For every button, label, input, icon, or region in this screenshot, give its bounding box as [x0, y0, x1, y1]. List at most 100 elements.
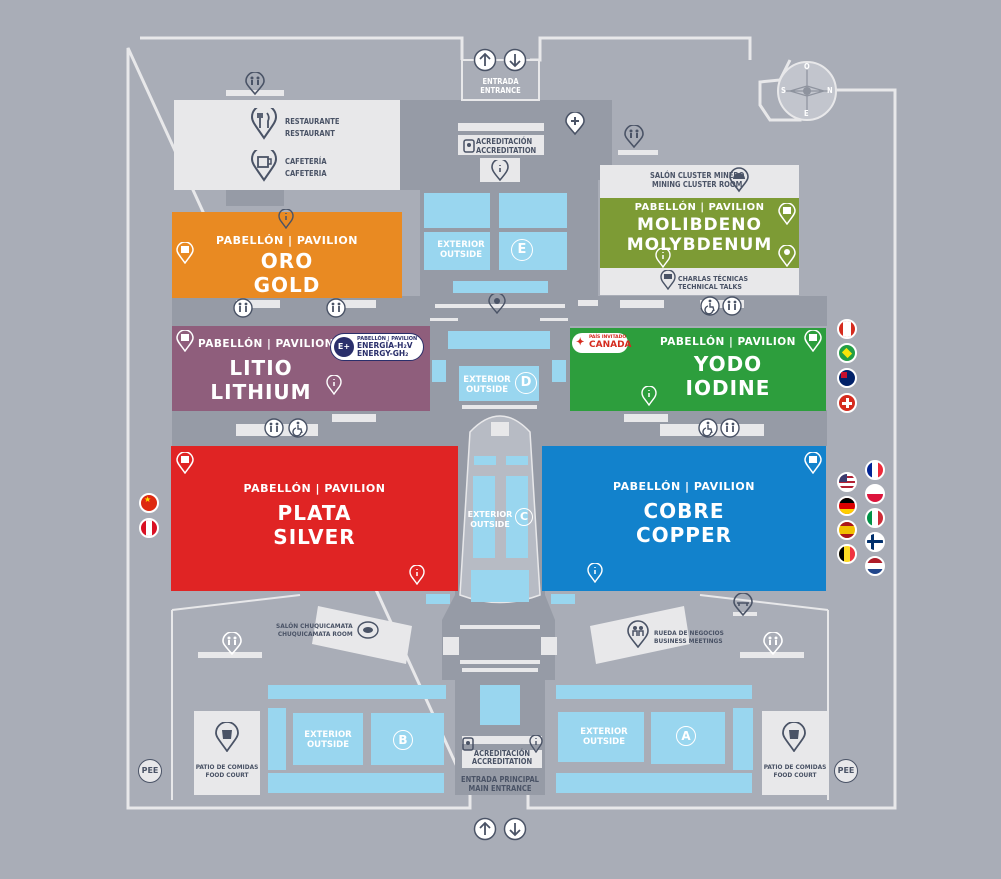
restroom-pin-icon-2 [624, 125, 644, 149]
pavilion-plata-en: SILVER [273, 525, 356, 549]
accreditation-bottom-icon [462, 737, 474, 751]
canada-guest-badge[interactable]: ✦ PAÍS INVITADO CANADA [572, 333, 632, 353]
flag-spain-icon [837, 520, 857, 540]
drink-pin-icon-molibdeno [778, 203, 796, 225]
flag-germany-icon [837, 496, 857, 516]
flag-peru-icon [139, 518, 159, 538]
pavilion-cobre[interactable]: PABELLÓN | PAVILION COBRE COPPER [542, 446, 826, 591]
info-pin-plata [409, 565, 425, 585]
energy-badge-line3: ENERGY-GH₂ [357, 349, 409, 358]
pee-marker-east[interactable]: PEE [834, 759, 858, 783]
pavilion-oro-es: ORO [260, 249, 314, 273]
cafeteria-icon [250, 150, 278, 182]
energy-pavilion-badge[interactable]: E+ PABELLÓN | PAVILION ENERGÍA-H₂V ENERG… [330, 333, 424, 361]
entrance-arrows-top-icon [473, 48, 527, 72]
zone-c-marker[interactable]: C [515, 508, 533, 526]
info-pin-oro [278, 209, 294, 229]
pavilion-molibdeno-es: MOLIBDENO [637, 215, 762, 235]
zone-d-marker[interactable]: D [515, 372, 537, 394]
pavilion-yodo-header: PABELLÓN | PAVILION [660, 336, 796, 348]
compass-s: S [781, 86, 786, 95]
flag-switzerland-icon [837, 393, 857, 413]
compass-icon [777, 61, 837, 121]
meeting-room-icon [357, 621, 379, 639]
flag-brazil-icon [837, 343, 857, 363]
pavilion-oro-header: PABELLÓN | PAVILION [216, 234, 358, 247]
info-pin-cobre [587, 563, 603, 583]
energy-badge-line1: PABELLÓN | PAVILION [357, 336, 418, 342]
info-pin-bottom-icon [529, 735, 543, 753]
restroom-icon-yodo-bottom [720, 418, 740, 438]
first-aid-pin-icon [565, 112, 585, 136]
accessible-icon-yodo-top [700, 296, 720, 316]
compass-o: O [804, 62, 810, 71]
pavilion-plata-header: PABELLÓN | PAVILION [243, 482, 386, 495]
flag-italy-icon [865, 508, 885, 528]
flag-finland-icon [865, 532, 885, 552]
flag-netherlands-icon [865, 556, 885, 576]
restroom-pin-icon [245, 72, 265, 96]
pavilion-yodo-es: YODO [693, 352, 763, 376]
drink-pin-icon-plata [176, 452, 194, 474]
flag-poland-icon [865, 484, 885, 504]
pavilion-litio-en: LITHIUM [210, 380, 312, 404]
drink-pin-icon-litio [176, 330, 194, 352]
pavilion-molibdeno-header: PABELLÓN | PAVILION [634, 202, 765, 213]
energy-badge-line2: ENERGÍA-H₂V [357, 341, 413, 350]
restaurant-icon [250, 108, 278, 140]
pavilion-litio-header: PABELLÓN | PAVILION [198, 338, 334, 350]
pavilion-cobre-es: COBRE [643, 499, 725, 523]
pee-marker-west[interactable]: PEE [138, 759, 162, 783]
restroom-icon-litio-top [233, 298, 253, 318]
pavilion-cobre-header: PABELLÓN | PAVILION [613, 480, 755, 493]
compass-n: N [827, 86, 833, 95]
food-court-icon-west [215, 722, 239, 752]
restroom-icon-litio-top-2 [326, 298, 346, 318]
pavilion-plata[interactable]: PABELLÓN | PAVILION PLATA SILVER [171, 446, 458, 591]
drink-pin-icon-yodo [804, 330, 822, 352]
flag-china-icon: ★ [139, 493, 159, 513]
entrance-arrows-bottom-icon [473, 817, 527, 841]
food-court-icon-east [782, 722, 806, 752]
flag-belgium-icon [837, 544, 857, 564]
restroom-pin-icon-sw [222, 632, 242, 656]
pavilion-oro-en: GOLD [253, 273, 321, 297]
zone-a-marker[interactable]: A [676, 726, 696, 746]
pavilion-plata-es: PLATA [277, 501, 352, 525]
business-meeting-icon [627, 620, 649, 648]
restroom-icon-yodo-top [722, 296, 742, 316]
ice-cream-pin-icon [778, 245, 796, 267]
zone-e-marker[interactable]: E [511, 239, 533, 261]
canada-badge-line2: CANADA [589, 340, 632, 350]
zone-b-marker[interactable]: B [393, 730, 413, 750]
drink-pin-icon-oro [176, 242, 194, 264]
helmet-pin-icon [729, 167, 749, 193]
accessible-icon-yodo-bottom [698, 418, 718, 438]
canada-badge-line1: PAÍS INVITADO [589, 335, 627, 340]
info-pin-yodo [641, 386, 657, 406]
compass-e: E [804, 109, 809, 118]
info-pin-litio [326, 375, 342, 395]
flag-australia-icon [837, 368, 857, 388]
pavilion-molibdeno[interactable]: PABELLÓN | PAVILION MOLIBDENO MOLYBDENUM [600, 198, 799, 268]
pavilion-yodo-en: IODINE [685, 376, 771, 400]
pavilion-molibdeno-en: MOLYBDENUM [626, 235, 773, 255]
info-pin-top-icon [491, 160, 509, 182]
info-pin-molibdeno [655, 248, 671, 268]
